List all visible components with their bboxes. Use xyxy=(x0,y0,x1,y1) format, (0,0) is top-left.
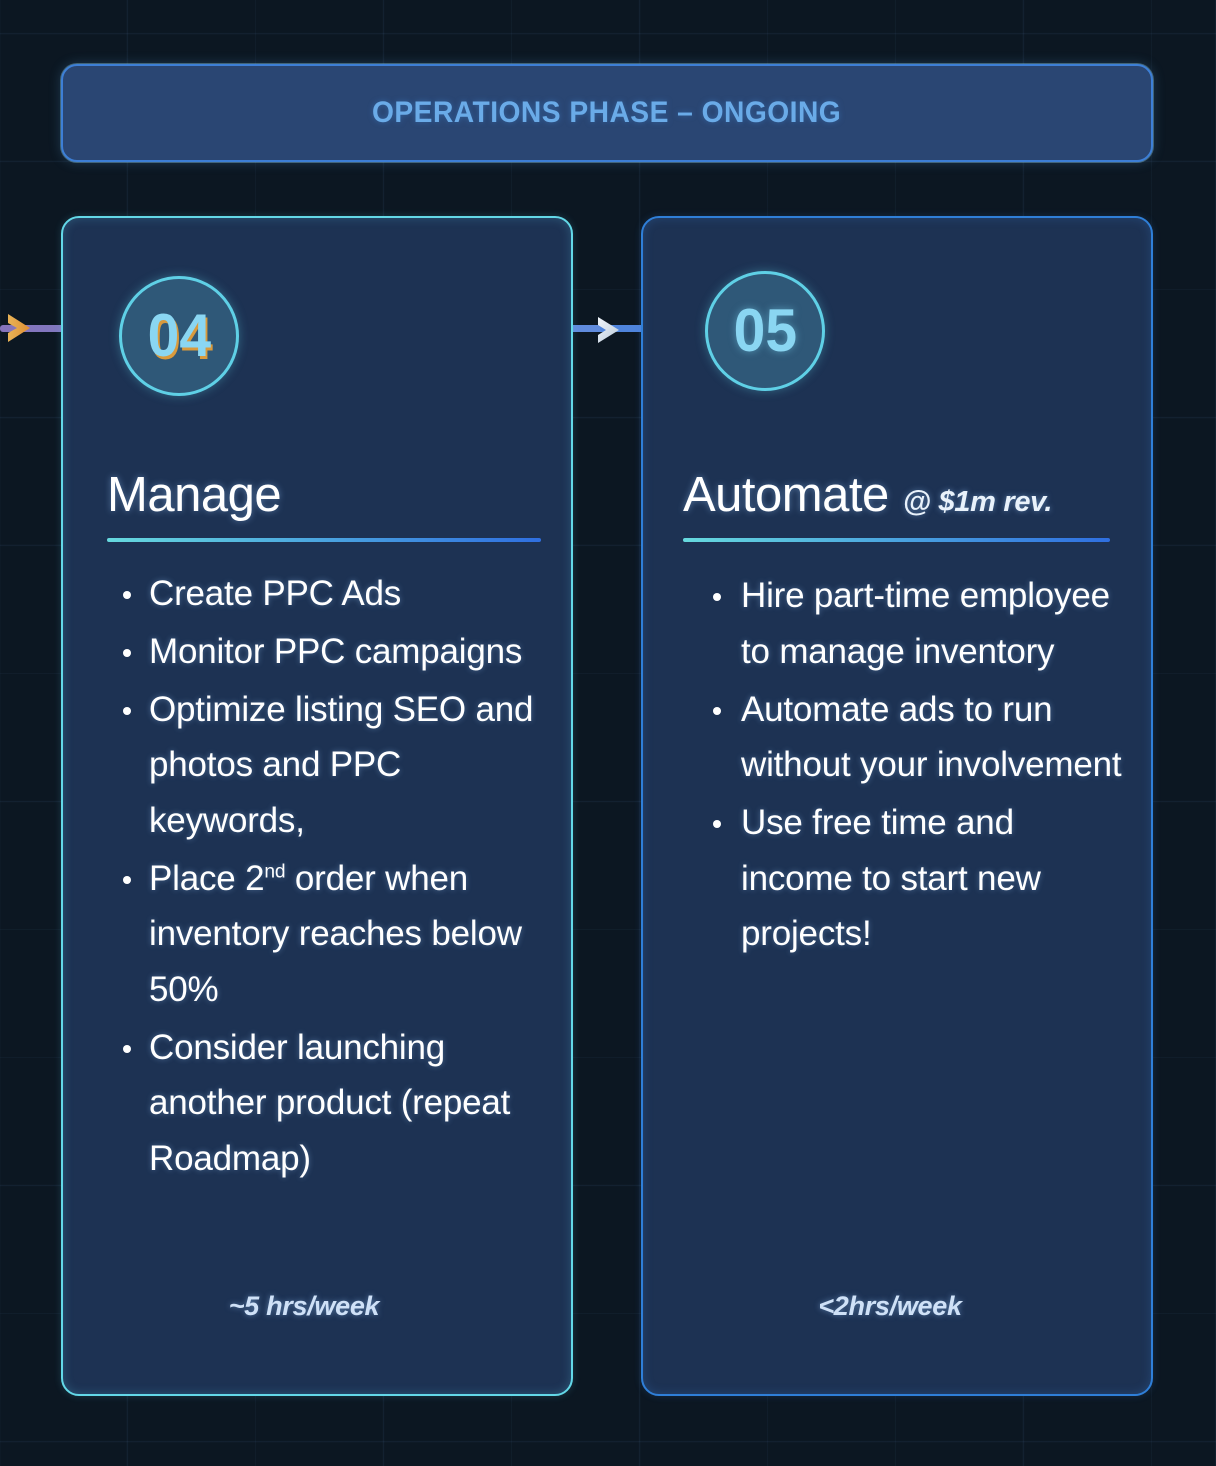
list-item-text-pre: Place 2 xyxy=(149,858,265,898)
list-item: Optimize listing SEO and photos and PPC … xyxy=(123,682,541,849)
list-item-text-post: order when inventory reaches below 50% xyxy=(149,858,522,1009)
step-footnote-manage: ~5 hrs/week xyxy=(228,1291,380,1321)
list-item: Place 2nd order when inventory reaches b… xyxy=(123,851,541,1018)
list-item: Create PPC Ads xyxy=(123,566,541,622)
step-number-05: 05 xyxy=(733,297,797,364)
phase-banner: OPERATIONS PHASE – ONGOING xyxy=(61,64,1153,162)
step-heading-row-04: Manage xyxy=(107,468,541,522)
step-card-manage[interactable]: Manage Create PPC Ads Monitor PPC campai… xyxy=(61,216,573,1396)
phase-banner-title: OPERATIONS PHASE – ONGOING xyxy=(372,96,842,129)
step-number-04: 04 xyxy=(147,302,211,369)
step-card-manage-content: Manage Create PPC Ads Monitor PPC campai… xyxy=(63,218,571,1394)
step-title-automate: Automate xyxy=(683,468,889,522)
step-title-suffix-automate: @ $1m rev. xyxy=(902,486,1053,518)
step-bullet-list-manage: Create PPC Ads Monitor PPC campaigns Opt… xyxy=(107,566,541,1188)
step-number-badge-05: 05 xyxy=(705,271,825,391)
step-footnote-automate: <2hrs/week xyxy=(818,1291,962,1321)
step-number-badge-04: 04 xyxy=(119,276,239,396)
list-item-ordinal-suffix: nd xyxy=(264,860,286,882)
step-card-automate-content: Automate @ $1m rev. Hire part-time emplo… xyxy=(643,218,1151,1394)
step-title-manage: Manage xyxy=(107,468,282,522)
step-heading-row-05: Automate @ $1m rev. xyxy=(683,468,1127,522)
list-item: Hire part-time employee to manage invent… xyxy=(713,568,1127,679)
arrow-right-icon-inbound xyxy=(8,314,30,342)
list-item: Use free time and income to start new pr… xyxy=(713,795,1127,962)
arrow-right-icon-between-steps xyxy=(598,317,619,343)
step-bullet-list-automate: Hire part-time employee to manage invent… xyxy=(683,568,1127,963)
list-item: Consider launching another product (repe… xyxy=(123,1020,541,1187)
list-item: Automate ads to run without your involve… xyxy=(713,682,1127,793)
step-title-divider-04 xyxy=(107,538,541,543)
step-card-automate[interactable]: Automate @ $1m rev. Hire part-time emplo… xyxy=(641,216,1153,1396)
step-title-divider-05 xyxy=(683,538,1110,543)
list-item: Monitor PPC campaigns xyxy=(123,624,541,680)
